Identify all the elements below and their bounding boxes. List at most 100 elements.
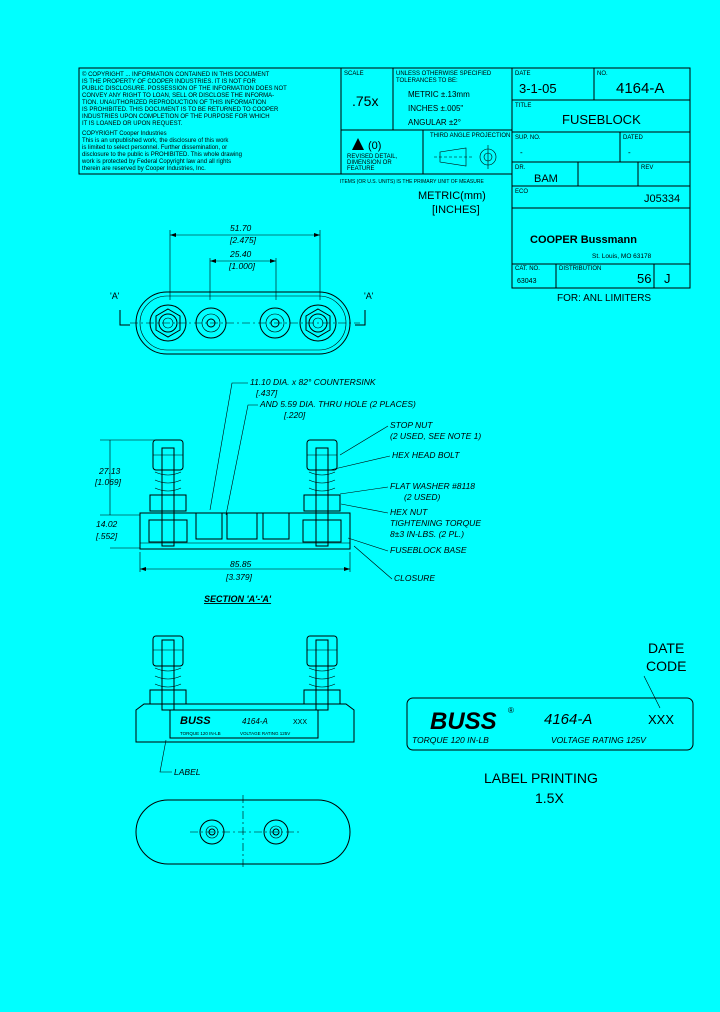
dated-value: -: [628, 148, 631, 157]
notice-line: © COPYRIGHT ... INFORMATION CONTAINED IN…: [82, 71, 270, 78]
eco-value: J05334: [644, 193, 680, 205]
registered-mark-icon: ®: [508, 706, 514, 715]
drawn-value: BAM: [534, 173, 558, 185]
label-part-number: 4164-A: [544, 711, 592, 728]
small-label-part: 4164-A: [242, 717, 268, 726]
dim-hole-spacing: 25.40: [229, 249, 252, 259]
front-stud-right: [303, 635, 341, 711]
small-label-date-code: XXX: [293, 719, 307, 726]
callout-label: LABEL: [174, 767, 201, 777]
brand-logo: COOPER Bussmann: [530, 234, 637, 246]
bolt-assembly-left: [148, 439, 188, 547]
label-printing-title: LABEL PRINTING: [484, 770, 598, 786]
confidential-notice: © COPYRIGHT ... INFORMATION CONTAINED IN…: [81, 71, 287, 172]
third-angle-projection-icon: [434, 145, 497, 169]
revision-label: DIMENSION OR: [347, 160, 392, 166]
section-title: SECTION 'A'-'A': [204, 594, 272, 604]
rev-label: REV: [641, 165, 653, 171]
label-date-code: XXX: [648, 712, 674, 727]
copyright-line: therein are reserved by Cooper Industrie…: [82, 166, 206, 172]
measure-note: ITEMS (OR U.S. UNITS) IS THE PRIMARY UNI…: [340, 179, 484, 185]
thru-hole-note: AND 5.59 DIA. THRU HOLE (2 PLACES): [259, 399, 416, 409]
projection-label: THIRD ANGLE PROJECTION: [430, 133, 510, 139]
cat-no-label: CAT. NO.: [515, 266, 540, 272]
tolerance-header: TOLERANCES TO BE:: [396, 78, 458, 84]
units-metric: METRIC(mm): [418, 190, 486, 202]
part-number: 4164-A: [616, 80, 664, 97]
notice-line: CONVEY ANY RIGHT TO LOAN, SELL OR DISCLO…: [82, 93, 274, 99]
cat-no-value: 63043: [517, 278, 537, 285]
tolerance-metric: METRIC ±.13mm: [408, 90, 470, 99]
copyright-line: is limited to select personnel. Further …: [82, 145, 227, 151]
drawing-title: FUSEBLOCK: [562, 112, 641, 127]
countersink-note: 11.10 DIA. x 82° COUNTERSINK: [250, 377, 376, 387]
small-label-torque: TORQUE 120 IN-LB: [180, 731, 221, 736]
copyright-line: COPYRIGHT Cooper Industries: [82, 131, 167, 137]
dated-label: DATED: [623, 135, 644, 141]
notice-line: INDUSTRIES UPON COMPLETION OF THE PURPOS…: [82, 114, 270, 120]
notice-line: IT IS LOANED OR UPON REQUEST.: [82, 121, 183, 127]
callout-flat-washer-note: (2 USED): [404, 492, 441, 502]
section-view: 11.10 DIA. x 82° COUNTERSINK [.437] AND …: [94, 377, 481, 604]
label-printing-scale: 1.5X: [535, 790, 564, 806]
tolerance-header: UNLESS OTHERWISE SPECIFIED: [396, 71, 492, 77]
label-voltage: VOLTAGE RATING 125V: [551, 735, 647, 745]
label-brand: BUSS: [430, 708, 497, 735]
callout-flat-washer: FLAT WASHER #8118: [390, 481, 475, 491]
callout-closure: CLOSURE: [394, 573, 435, 583]
section-mark-left: 'A': [110, 291, 120, 301]
units-inches: [INCHES]: [432, 204, 480, 216]
callout-hex-nut: HEX NUT: [390, 507, 428, 517]
date-value: 3-1-05: [519, 81, 557, 96]
top-view: 51.70 [2.475] 25.40 [1.000]: [110, 223, 374, 355]
copyright-line: disclosure to the public is PROHIBITED. …: [82, 152, 242, 158]
rev-value: J: [664, 271, 671, 286]
dim-height-in: [1.069]: [94, 477, 122, 487]
section-mark-right: 'A': [364, 291, 374, 301]
countersink-note-in: [.437]: [255, 388, 278, 398]
dim-overall-spacing: 51.70: [230, 223, 252, 233]
for-note: FOR: ANL LIMITERS: [557, 293, 651, 304]
small-label-panel: [169, 709, 319, 739]
thru-hole-note-in: [.220]: [283, 410, 306, 420]
callout-hex-head-bolt: HEX HEAD BOLT: [392, 450, 460, 460]
tolerance-inches: INCHES ±.005": [408, 104, 463, 113]
date-code-title: DATE: [648, 640, 684, 656]
small-label-voltage: VOLTAGE RATING 125V: [240, 731, 290, 736]
date-code-title: CODE: [646, 658, 686, 674]
bolt-assembly-right: [302, 439, 342, 547]
dim-base-height: 14.02: [96, 519, 118, 529]
drawn-label: DR.: [515, 165, 526, 171]
revision-triangle-icon: [352, 138, 364, 150]
dim-length: 85.85: [230, 559, 252, 569]
callout-torque: 8±3 IN-LBS. (2 PL.): [390, 529, 464, 539]
dim-overall-spacing-in: [2.475]: [229, 235, 257, 245]
front-view: BUSS 4164-A XXX TORQUE 120 IN-LB VOLTAGE…: [135, 635, 355, 777]
notice-line: TION. UNAUTHORIZED REPRODUCTION OF THIS …: [82, 100, 266, 106]
sup-no-label: SUP. NO.: [515, 135, 541, 141]
dim-hole-spacing-in: [1.000]: [228, 261, 256, 271]
revision-label: FEATURE: [347, 166, 375, 172]
dim-base-height-in: [.552]: [95, 531, 118, 541]
scale-label: SCALE: [344, 71, 364, 77]
label-torque: TORQUE 120 IN-LB: [412, 735, 489, 745]
callout-tightening: TIGHTENING TORQUE: [390, 518, 481, 528]
scale-value: .75x: [352, 93, 378, 109]
label-printing: DATE CODE BUSS ® 4164-A XXX TORQUE 120 I…: [406, 640, 694, 806]
callout-fuseblock-base: FUSEBLOCK BASE: [390, 545, 467, 555]
dim-length-in: [3.379]: [225, 572, 253, 582]
bottom-view: [135, 795, 351, 870]
front-stud-left: [149, 635, 187, 711]
title-block: © COPYRIGHT ... INFORMATION CONTAINED IN…: [78, 67, 691, 304]
brand-location: St. Louis, MO 63178: [592, 253, 652, 260]
eco-label: ECO: [515, 189, 528, 195]
sup-no-value: -: [520, 148, 523, 157]
copyright-line: This is an unpublished work, the disclos…: [82, 138, 229, 144]
tolerance-angular: ANGULAR ±2°: [408, 118, 461, 127]
small-label-brand: BUSS: [180, 715, 211, 727]
notice-line: PUBLIC DISCLOSURE. POSSESSION OF THE INF…: [82, 86, 287, 92]
distribution-label: DISTRIBUTION: [559, 266, 601, 272]
callout-stop-nut: STOP NUT: [390, 420, 433, 430]
revision-symbol: (0): [368, 140, 381, 152]
